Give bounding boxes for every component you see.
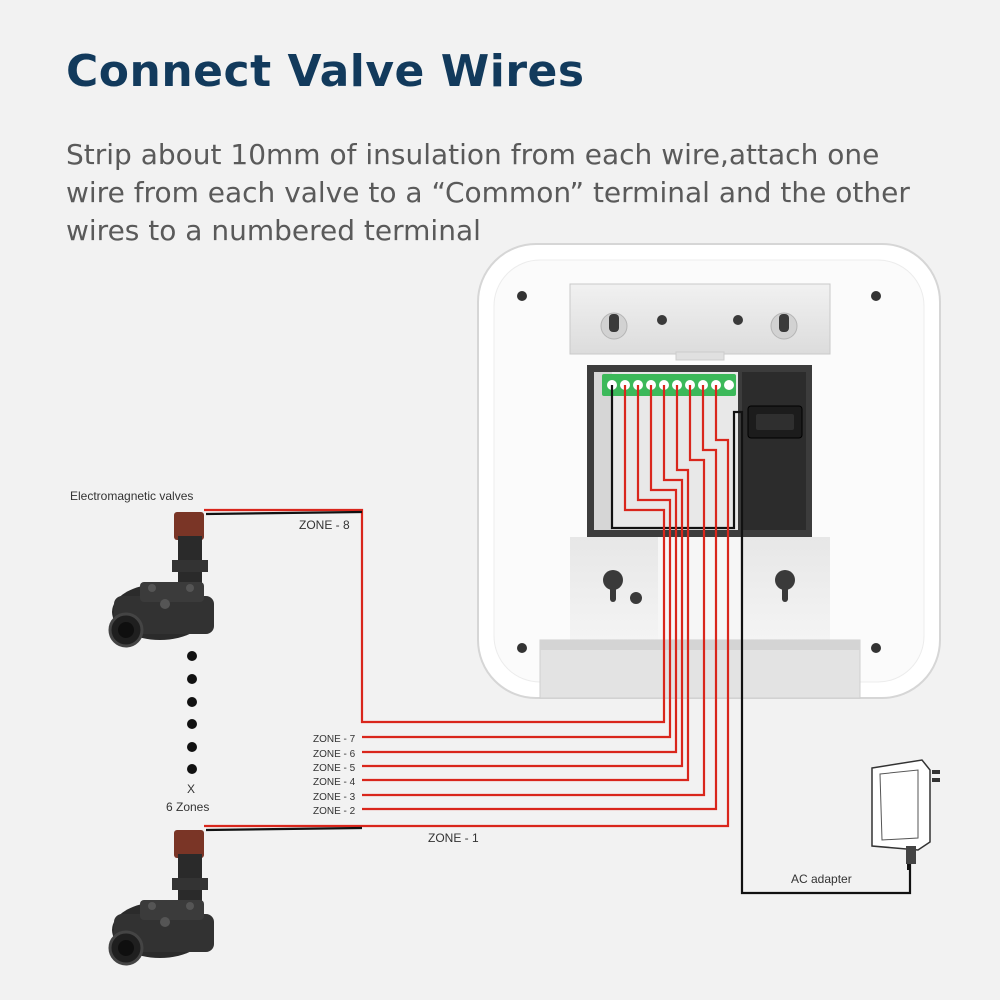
zone-1-wire <box>204 385 730 828</box>
solenoid-valve-icon <box>108 512 214 648</box>
zone-6-wire <box>362 385 678 754</box>
adapter-label: AC adapter <box>791 872 852 886</box>
multiplier-label: X <box>187 782 195 796</box>
valves-label: Electromagnetic valves <box>70 489 193 503</box>
zone-6-label: ZONE - 6 <box>313 749 356 760</box>
zone-5-wire <box>362 385 684 768</box>
keyhole-panel <box>570 537 830 641</box>
screw-hole-icon <box>871 291 881 301</box>
solenoid-valve-icon <box>108 830 214 966</box>
screw-hole-icon <box>517 643 527 653</box>
page-title: Connect Valve Wires <box>66 46 585 97</box>
zone-8-wire <box>204 385 666 724</box>
power-jack-icon <box>747 405 803 439</box>
zone-1-label: ZONE - 1 <box>428 831 479 845</box>
zone-7-wire <box>362 385 672 739</box>
zone-8-label: ZONE - 8 <box>299 518 350 532</box>
mounting-plate <box>569 283 831 361</box>
zone-5-label: ZONE - 5 <box>313 763 356 774</box>
ac-adapter-icon <box>871 759 940 870</box>
zone-3-label: ZONE - 3 <box>313 792 356 803</box>
zone-2-label: ZONE - 2 <box>313 806 356 817</box>
zone-4-label: ZONE - 4 <box>313 777 356 788</box>
screw-hole-icon <box>517 291 527 301</box>
common-wire <box>610 385 912 895</box>
controller-unit <box>477 243 941 699</box>
zone-3-wire <box>362 385 706 797</box>
zones-count-label: 6 Zones <box>166 800 209 814</box>
page-description: Strip about 10mm of insulation from each… <box>66 138 910 247</box>
screw-hole-icon <box>871 643 881 653</box>
zone-4-wire <box>362 385 690 782</box>
zone-7-label: ZONE - 7 <box>313 734 356 745</box>
wire-harness <box>204 385 912 895</box>
ellipsis-dots <box>187 651 197 774</box>
zone-2-wire <box>362 385 718 811</box>
